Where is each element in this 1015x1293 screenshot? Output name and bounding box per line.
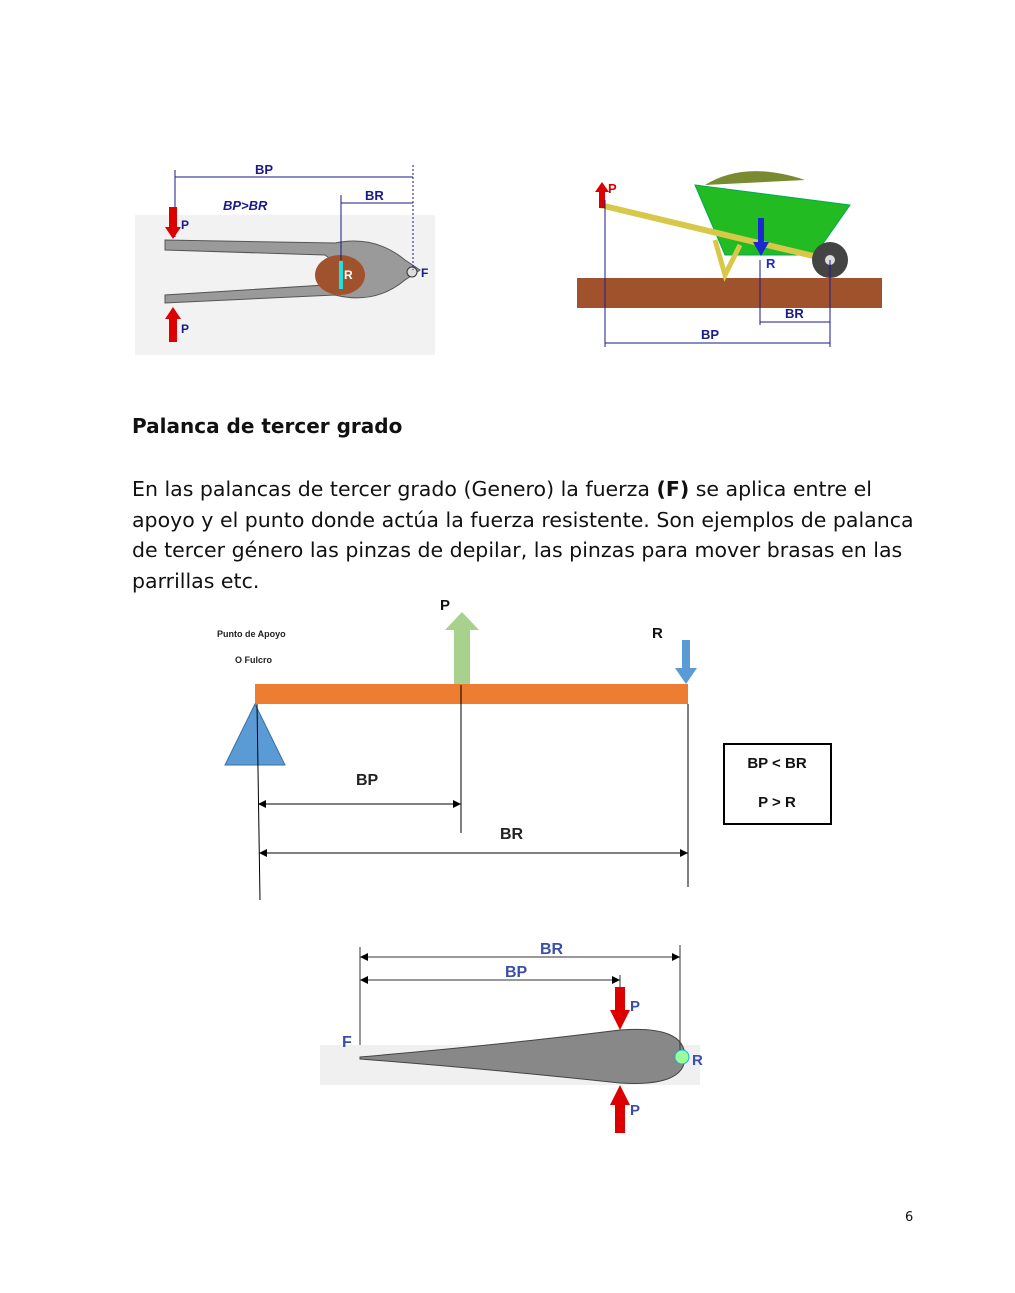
resistance-arrow xyxy=(675,640,697,684)
pliers-relation-label: BP>BR xyxy=(223,198,268,213)
third-class-lever-diagram: Punto de Apoyo O Fulcro P R BP BR BP < B… xyxy=(217,597,832,901)
relation-box xyxy=(723,743,832,825)
lever-r-label: R xyxy=(652,625,663,642)
pliers-p-bottom: P xyxy=(181,322,189,336)
lever-bp-label: BP xyxy=(356,772,379,789)
fulcrum-label-2: O Fulcro xyxy=(235,655,273,665)
section-heading: Palanca de tercer grado xyxy=(132,414,403,438)
fulcrum-label-1: Punto de Apoyo xyxy=(217,629,286,639)
paragraph-text-end: se aplica entre el apoyo y el punto dond… xyxy=(132,477,914,593)
wheelbarrow-p-label: P xyxy=(608,181,617,196)
relation-line-2: P > R xyxy=(758,794,796,811)
fulcrum-triangle xyxy=(224,702,286,766)
tweezers-br-label: BR xyxy=(540,941,564,958)
paragraph-bold: (F) xyxy=(656,477,690,501)
wheelbarrow-br-label: BR xyxy=(785,306,804,321)
wheelbarrow-diagram: P R BR BP xyxy=(577,171,882,347)
wheelbarrow-bp-label: BP xyxy=(701,327,719,342)
tweezers-bp-label: BP xyxy=(505,964,528,981)
lever-beam xyxy=(255,684,688,704)
page-number: 6 xyxy=(905,1210,914,1225)
tweezers-p-top: P xyxy=(630,998,640,1015)
body-paragraph: En las palancas de tercer grado (Genero)… xyxy=(132,474,922,596)
tweezers-f-label: F xyxy=(342,1034,352,1051)
effort-arrow xyxy=(445,612,479,685)
tweezers-r-label: R xyxy=(692,1052,703,1069)
pliers-r-label: R xyxy=(344,268,353,282)
pliers-p-top: P xyxy=(181,218,189,232)
pliers-f-label: F xyxy=(421,266,428,280)
pliers-br-label: BR xyxy=(365,188,384,203)
tweezers-diagram: BR BP F P P R xyxy=(320,941,703,1133)
pliers-diagram: BP BR BP>BR P P R F xyxy=(135,162,435,355)
pliers-bp-label: BP xyxy=(255,162,273,177)
wheelbarrow-r-label: R xyxy=(766,256,776,271)
lever-br-label: BR xyxy=(500,826,524,843)
lever-p-label: P xyxy=(440,597,450,614)
paragraph-text: En las palancas de tercer grado (Genero)… xyxy=(132,477,657,501)
relation-line-1: BP < BR xyxy=(747,755,806,772)
tweezers-p-bottom: P xyxy=(630,1102,640,1119)
